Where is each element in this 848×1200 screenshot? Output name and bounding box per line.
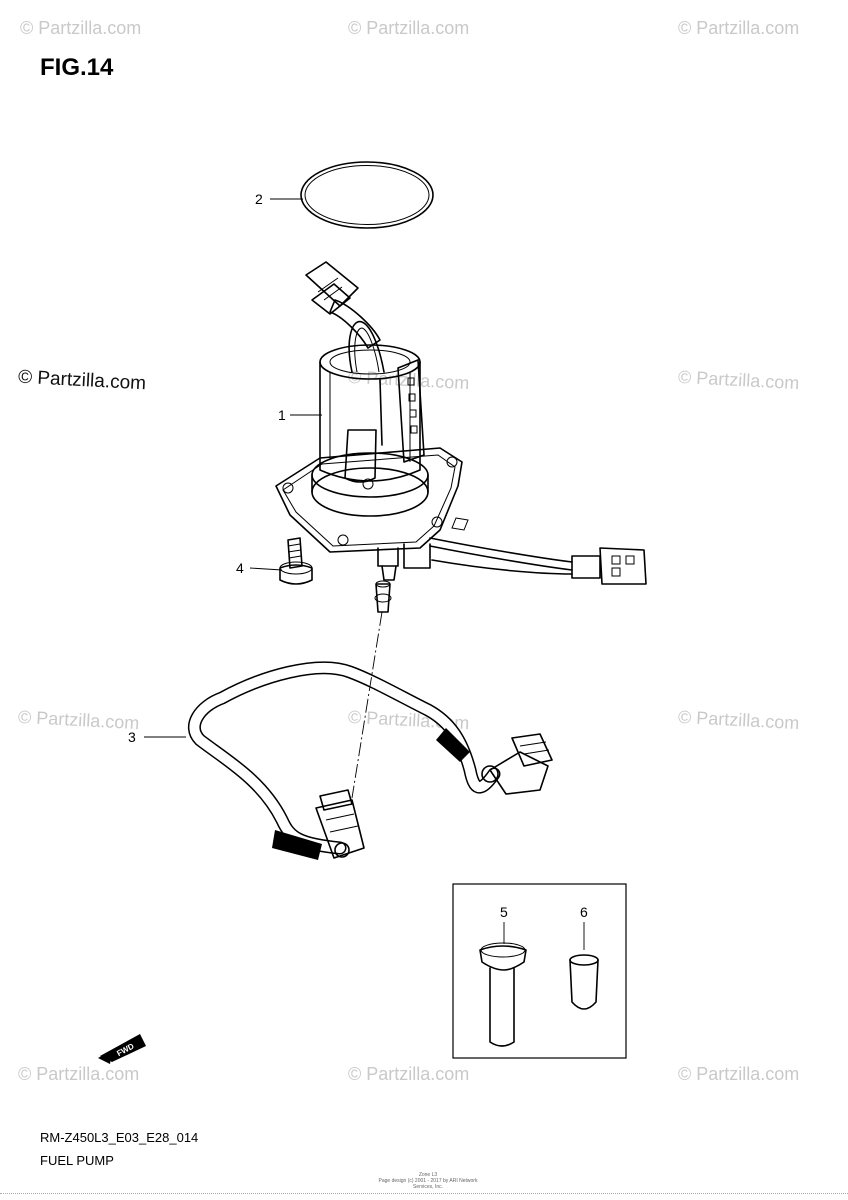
- watermark: © Partzilla.com: [348, 1064, 470, 1084]
- watermark: © Partzilla.com: [18, 1064, 140, 1084]
- fine-print-line2: Page design (c) 2001 - 2017 by ARI Netwo…: [378, 1178, 478, 1190]
- fine-print-line1: Zone L3: [418, 1172, 438, 1178]
- sleeve-part[interactable]: [479, 942, 527, 1047]
- diagram-name: FUEL PUMP: [40, 1153, 114, 1168]
- fine-print: Zone L3 Page design (c) 2001 - 2017 by A…: [368, 1172, 488, 1190]
- fwd-arrow-icon: FWD: [98, 1034, 146, 1064]
- o-ring-part[interactable]: [300, 161, 434, 229]
- callout-4: 4: [236, 560, 244, 576]
- parts-inset-box: 5 6: [452, 883, 627, 1059]
- watermark: © Partzilla.com: [678, 18, 800, 38]
- figure-title: FIG.14: [40, 54, 114, 81]
- fuel-hose-part[interactable]: [188, 661, 553, 860]
- callout-6: 6: [580, 904, 588, 920]
- bolt-part[interactable]: [279, 537, 313, 585]
- callout-1: 1: [278, 407, 286, 423]
- watermark: © Partzilla.com: [678, 1064, 800, 1084]
- watermark: © Partzilla.com: [348, 18, 470, 38]
- diagram-code: RM-Z450L3_E03_E28_014: [40, 1130, 199, 1145]
- callout-3: 3: [128, 729, 136, 745]
- callout-2: 2: [255, 191, 263, 207]
- page-edge-divider: [0, 1193, 848, 1194]
- fuel-pump-part[interactable]: [275, 261, 647, 585]
- watermark: © Partzilla.com: [20, 18, 142, 38]
- cap-part[interactable]: [569, 954, 599, 1010]
- callout-5: 5: [500, 904, 508, 920]
